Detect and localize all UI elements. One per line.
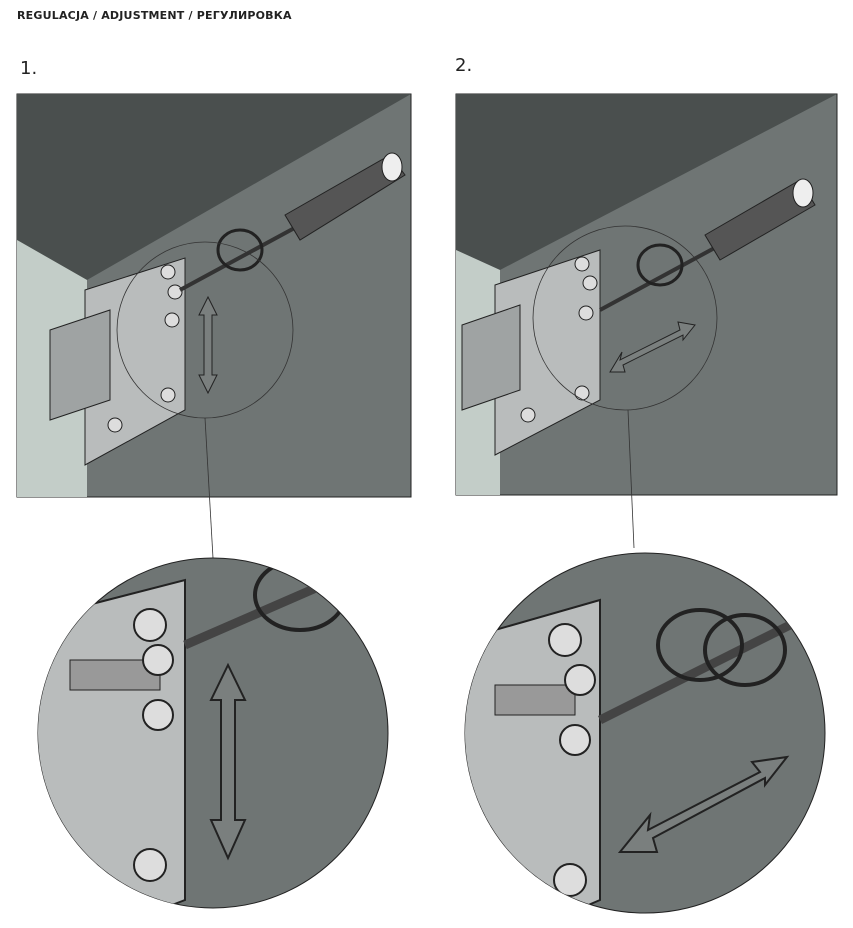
vertical-adjust-arrow-icon — [198, 295, 218, 395]
hinge-plate — [49, 257, 186, 466]
horizontal-adjust-arrow-icon — [617, 755, 790, 853]
page-title: REGULACJA / ADJUSTMENT / РЕГУЛИРОВКА — [17, 9, 292, 22]
step-number-2: 2. — [455, 55, 473, 76]
horizontal-adjust-arrow-icon — [609, 321, 696, 373]
vertical-adjust-arrow-icon — [209, 662, 247, 861]
screwdriver-icon — [599, 178, 816, 312]
step-1-overview — [16, 93, 412, 559]
step-2-overview — [455, 93, 838, 549]
step-1-detail — [37, 557, 389, 909]
step-number-1: 1. — [20, 58, 38, 79]
step-2-detail — [464, 552, 826, 914]
screwdriver-icon — [179, 152, 406, 292]
hinge-plate — [461, 249, 601, 456]
